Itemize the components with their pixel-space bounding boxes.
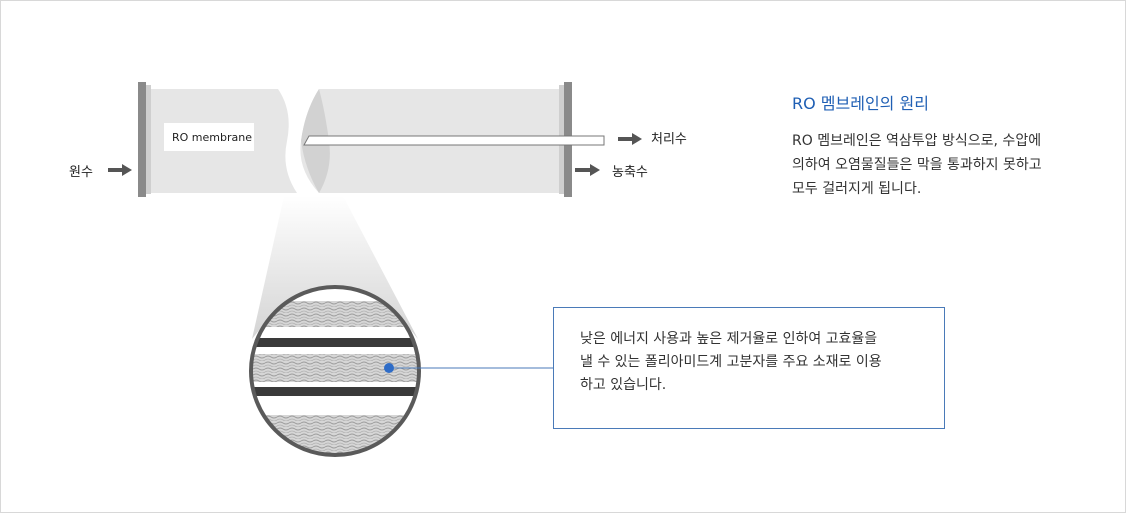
callout-dot (384, 363, 394, 373)
tube-label-box (164, 123, 254, 151)
magnification-cone (252, 196, 418, 339)
section-description: RO 멤브레인은 역삼투압 방식으로, 수압에 의하여 오염물질들은 막을 통과… (792, 129, 1092, 201)
inlet-label: 원수 (69, 165, 93, 180)
callout-line-text: 낮은 에너지 사용과 높은 제거율로 인하여 고효율을 (580, 331, 878, 347)
description-line: RO 멤브레인은 역삼투압 방식으로, 수압에 (792, 133, 1042, 149)
description-line: 의하여 오염물질들은 막을 통과하지 못하고 (792, 157, 1042, 173)
concentrate-label: 농축수 (612, 165, 648, 180)
section-title: RO 멤브레인의 원리 (792, 94, 929, 113)
concentrate-arrow (575, 164, 600, 176)
description-line: 모두 걸러지게 됩니다. (792, 181, 922, 197)
polyamide-layer (251, 387, 419, 396)
callout-line-text: 하고 있습니다. (580, 377, 667, 393)
callout-box: 낮은 에너지 사용과 높은 제거율로 인하여 고효율을 낼 수 있는 폴리아미드… (553, 307, 945, 429)
left-flange (138, 82, 146, 197)
permeate-label: 처리수 (651, 132, 687, 147)
left-flange-inner (146, 85, 151, 194)
inlet-arrow (108, 164, 132, 176)
polyamide-layer (251, 338, 419, 347)
magnifier-ring (249, 285, 421, 457)
callout-line-text: 낼 수 있는 폴리아미드계 고분자를 주요 소재로 이용 (580, 354, 882, 370)
callout-text: 낮은 에너지 사용과 높은 제거율로 인하여 고효율을 낼 수 있는 폴리아미드… (580, 328, 882, 397)
tube-label: RO membrane (172, 131, 252, 144)
permeate-arrow (618, 133, 642, 145)
permeate-pipe (303, 135, 605, 146)
